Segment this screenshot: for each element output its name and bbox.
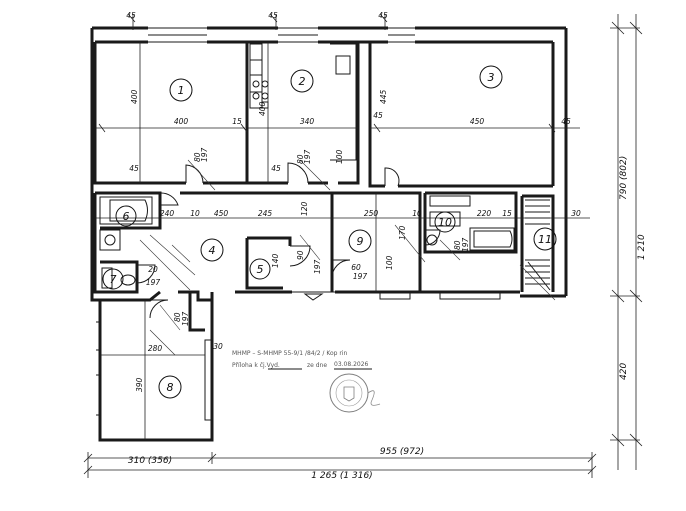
dim-r8-280: 280 xyxy=(148,344,163,353)
dim-c-220: 220 xyxy=(477,209,492,218)
svg-text:11: 11 xyxy=(538,233,552,246)
room-6-label: 6 xyxy=(115,205,137,227)
section-hatches xyxy=(139,159,556,356)
svg-text:2: 2 xyxy=(299,75,306,88)
staircase xyxy=(525,199,551,291)
svg-text:3: 3 xyxy=(488,71,495,84)
svg-text:4: 4 xyxy=(209,244,216,257)
approval-note: MHMP – S-MHMP 55-9/1 /84/2 / Kop rin Pří… xyxy=(232,350,372,370)
room-2-label: 2 xyxy=(290,69,314,93)
stamp-line-1: MHMP – S-MHMP 55-9/1 /84/2 / Kop rin xyxy=(232,350,348,357)
dim-c-10b: 10 xyxy=(412,209,422,218)
interior-walls xyxy=(93,42,555,332)
dim-r9-170: 170 xyxy=(398,225,407,240)
dim-r1-400h: 400 xyxy=(174,117,189,126)
dim-r3-45-right: 45 xyxy=(561,117,571,126)
dim-r10-80: 80 xyxy=(453,240,462,250)
dim-c-245: 245 xyxy=(258,209,273,218)
room-1-label: 1 xyxy=(169,78,193,102)
dim-top-45-b: 45 xyxy=(268,11,278,20)
dim-r3-450: 450 xyxy=(470,117,485,126)
svg-text:6: 6 xyxy=(123,210,130,223)
dim-r2-340: 340 xyxy=(300,117,315,126)
dim-top-45-a: 45 xyxy=(126,11,136,20)
dim-c-10a: 10 xyxy=(190,209,200,218)
room-10-label: 10 xyxy=(434,211,456,233)
dim-r8-30: 30 xyxy=(213,342,223,351)
dim-door-80-a: 80 xyxy=(193,152,202,162)
dim-r10-197: 197 xyxy=(461,237,470,252)
bathroom-fixtures xyxy=(99,195,515,289)
dim-bottom-1265: 1 265 (1 316) xyxy=(311,471,372,481)
dim-door-80-b: 80 xyxy=(296,154,305,164)
svg-text:7: 7 xyxy=(110,273,117,286)
dim-r1-400v: 400 xyxy=(130,89,139,104)
dim-r9-100: 100 xyxy=(385,255,394,270)
lower-windows xyxy=(96,292,501,421)
dim-r8-390: 390 xyxy=(135,377,144,392)
room-11-label: 11 xyxy=(533,227,557,251)
dim-bottom-955: 955 (972) xyxy=(380,447,424,457)
round-seal xyxy=(329,373,381,413)
dim-right-1210: 1 210 xyxy=(637,234,647,260)
svg-text:9: 9 xyxy=(357,235,364,248)
room-5-label: 5 xyxy=(249,258,271,280)
dim-c-30: 30 xyxy=(571,209,581,218)
dim-r5-90: 90 xyxy=(296,250,305,260)
stamp-date: 03.08.2026 xyxy=(334,361,369,368)
dim-r1-45: 45 xyxy=(129,164,139,173)
dim-right-420: 420 xyxy=(619,363,629,380)
dim-c-120: 120 xyxy=(300,201,309,216)
room-4-label: 4 xyxy=(200,238,224,262)
dim-c-15: 15 xyxy=(502,209,512,218)
dim-c-250: 250 xyxy=(364,209,379,218)
svg-text:1: 1 xyxy=(178,84,185,97)
svg-text:10: 10 xyxy=(438,216,452,229)
dim-100: 100 xyxy=(335,149,344,164)
room-7-label: 7 xyxy=(102,268,124,290)
dim-r7-197: 197 xyxy=(146,278,161,287)
dim-c-450: 450 xyxy=(214,209,229,218)
dim-r9-197: 197 xyxy=(353,272,368,281)
dim-top-45-c: 45 xyxy=(378,11,388,20)
dim-bottom-310: 310 (356) xyxy=(128,456,172,466)
room-labels: 1 2 3 4 5 6 7 8 9 10 11 xyxy=(102,65,557,399)
dim-r8-197: 197 xyxy=(181,311,190,326)
dim-door-197-b: 197 xyxy=(303,149,312,164)
room-9-label: 9 xyxy=(348,229,372,253)
room-8-label: 8 xyxy=(158,375,182,399)
dim-r2-45: 45 xyxy=(271,164,281,173)
stamp-line-2: Příloha k čj.Vyd. xyxy=(232,362,280,369)
room-3-label: 3 xyxy=(479,65,503,89)
dim-r9-60: 60 xyxy=(351,263,361,272)
dim-r5-197: 197 xyxy=(313,259,322,274)
exterior-walls xyxy=(90,26,568,442)
dim-r3-45: 45 xyxy=(373,111,383,120)
dim-r2-400v: 400 xyxy=(258,101,267,116)
svg-text:8: 8 xyxy=(167,381,174,394)
dim-c-240: 240 xyxy=(160,209,175,218)
dim-r3-445: 445 xyxy=(379,89,388,104)
dim-r8-80: 80 xyxy=(173,312,182,322)
dim-r5-140: 140 xyxy=(271,253,280,268)
stamp-line-2b: ze dne xyxy=(307,362,327,369)
dimension-labels: 45 45 45 400 400 15 45 400 340 45 445 45… xyxy=(126,11,647,481)
dim-right-790: 790 (802) xyxy=(619,156,629,200)
dimension-lines xyxy=(83,13,643,478)
dim-door-197-a: 197 xyxy=(200,147,209,162)
dim-r7-20: 20 xyxy=(148,265,158,274)
dim-r1-15: 15 xyxy=(232,117,242,126)
svg-text:5: 5 xyxy=(257,263,264,276)
kitchen-fixtures xyxy=(249,43,357,161)
